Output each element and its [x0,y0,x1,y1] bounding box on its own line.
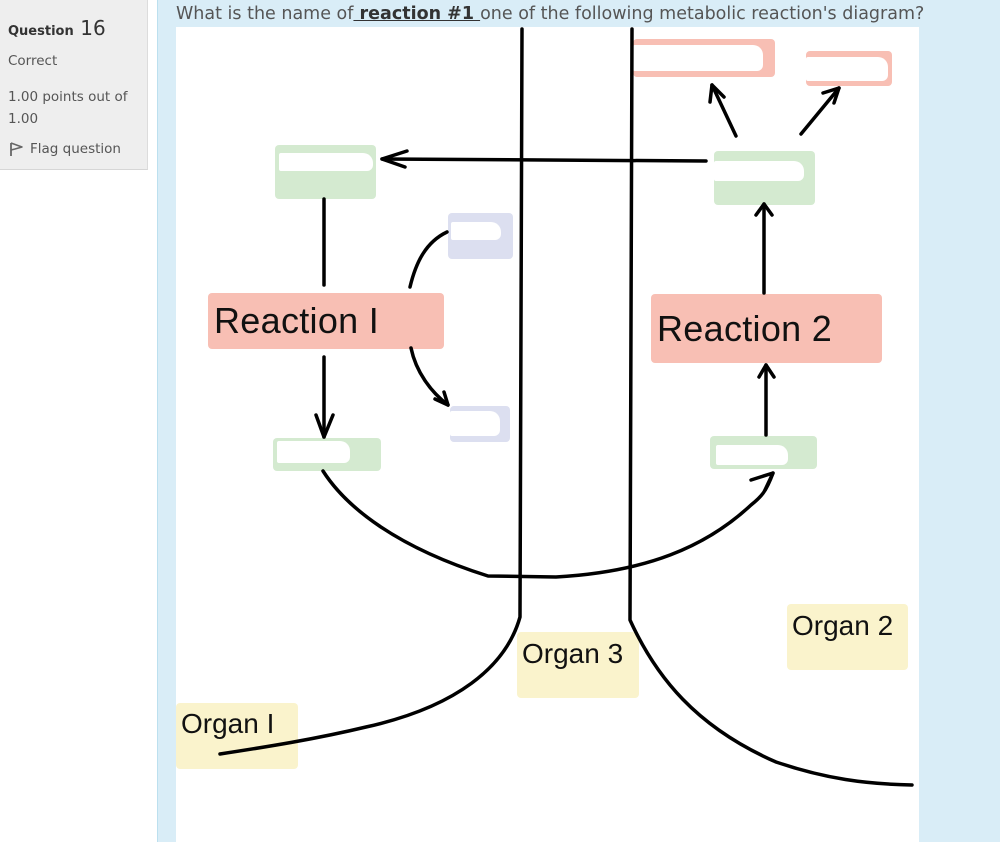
flag-question-link[interactable]: Flag question [8,141,121,157]
arrow-to-product-2-head [821,86,841,105]
arrow-to-product-1 [710,83,738,138]
question-state: Correct [8,53,58,69]
transport-arc-head [749,471,775,492]
product-box-1 [633,39,775,77]
metabolite-box-top-right [714,151,815,205]
arrow-to-product-2 [799,86,841,136]
question-content: What is the name of reaction #1 one of t… [157,0,1000,842]
transfer-arrow-head [380,149,409,169]
question-number: Question 16 [8,16,106,40]
product-box-2 [806,51,892,86]
organ-2-label: Organ 2 [792,610,894,641]
flag-icon [10,142,23,156]
reaction-2-label: Reaction 2 [657,307,833,349]
organ-1-label: Organ I [181,708,275,739]
metabolic-diagram: Reaction I Reaction 2 Organ 3 Organ 2 Or… [176,27,919,842]
question-number-value: 16 [80,16,106,40]
question-label: Question [8,24,74,39]
arrow-reaction-1-out-head [314,413,335,439]
transport-arc [321,469,775,579]
diagram-lines [218,27,914,787]
cofactor-out-curve [409,346,450,407]
arrow-to-product-1-head [708,83,726,104]
organ-2-box: Organ 2 [787,604,908,670]
vessel-right-wall [628,27,914,787]
cofactor-in-curve [408,230,449,289]
metabolite-box-bottom-left [273,438,381,471]
cofactor-box-1 [448,213,513,259]
question-text-after: one of the following metabolic reaction'… [480,4,925,24]
arrow-reaction-2-out-head [754,202,774,217]
flag-question-label: Flag question [30,141,121,157]
question-info-panel: Question 16 Correct 1.00 points out of 1… [0,0,148,170]
question-text: What is the name of reaction #1 one of t… [176,4,924,24]
arrow-to-reaction-2-head [757,363,776,379]
organ-1-box: Organ I [176,703,298,769]
question-text-before: What is the name of [176,4,354,24]
organ-3-box: Organ 3 [517,632,639,698]
cofactor-out-head [433,390,450,407]
question-text-emphasis: reaction #1 [353,4,481,24]
reaction-1-box: Reaction I [208,293,444,349]
organ-3-label: Organ 3 [522,638,624,669]
reaction-1-label: Reaction I [214,300,380,341]
metabolite-box-bottom-right [710,436,817,469]
reaction-2-box: Reaction 2 [651,294,882,363]
question-grade: 1.00 points out of 1.00 [8,89,128,127]
vessel-left-wall [218,27,524,756]
metabolite-box-top-left [275,145,376,199]
transfer-arrow [380,157,708,163]
cofactor-box-2 [450,406,510,442]
